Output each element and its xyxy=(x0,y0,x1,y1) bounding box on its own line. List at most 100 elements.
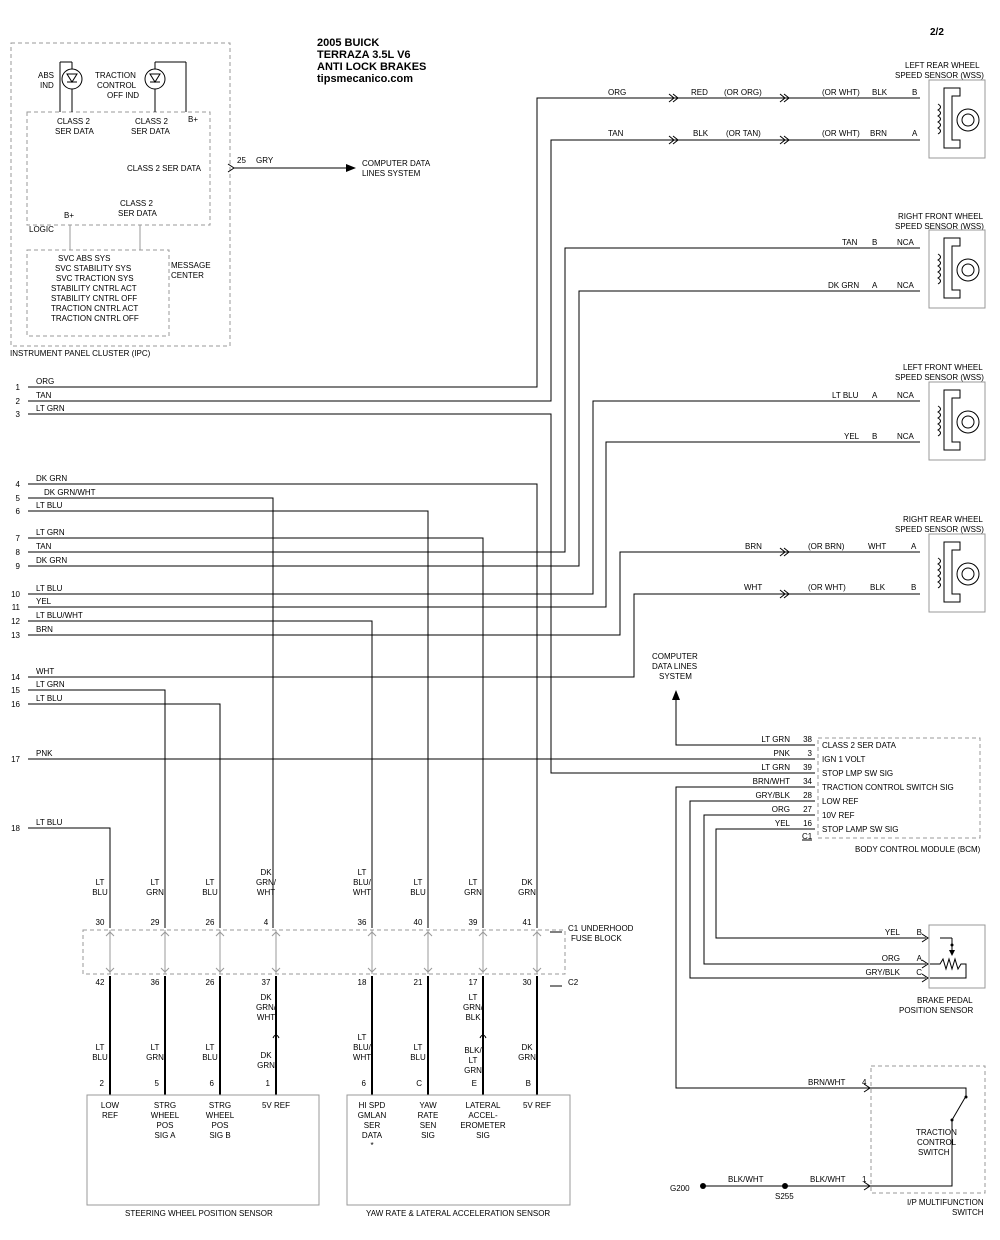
ebcm-pin-number: 3 xyxy=(16,410,21,419)
computer-data-2: LINES SYSTEM xyxy=(362,169,421,178)
class2-a-2: SER DATA xyxy=(55,127,94,136)
rr-b-wire-3: BLK xyxy=(870,583,886,592)
bpps-wire: YEL xyxy=(885,928,901,937)
sensor-pin: E xyxy=(472,1079,477,1088)
wss-body xyxy=(928,79,986,159)
swps-signal-label: 5V REF xyxy=(262,1101,290,1110)
ebcm-pin-wire: LT BLU xyxy=(36,818,63,827)
lr-a-pin: A xyxy=(912,129,918,138)
swps-signal-label: STRG xyxy=(154,1101,176,1110)
splice-s255-icon xyxy=(782,1183,788,1189)
bcm-pin: 28 xyxy=(803,791,812,800)
wss-coil xyxy=(937,103,941,135)
sensor-pin: 6 xyxy=(362,1079,367,1088)
abs-indicator-lamp-icon xyxy=(59,61,83,112)
lf-name-1: LEFT FRONT WHEEL xyxy=(903,363,983,372)
rf-a-wire: DK GRN xyxy=(828,281,859,290)
rr-a-wire-3: WHT xyxy=(868,542,886,551)
fuse-pin-top: 29 xyxy=(151,918,160,927)
lr-b-wire-5: BLK xyxy=(872,88,888,97)
fuse-top-label: BLU xyxy=(92,888,108,897)
rf-name-1: RIGHT FRONT WHEEL xyxy=(898,212,984,221)
traction-ind-label-3: OFF IND xyxy=(107,91,139,100)
fuse-top-label: LT xyxy=(96,878,105,887)
fuse-bottom-label: BLU xyxy=(410,1053,426,1062)
bcm-wire: GRY/BLK xyxy=(755,791,790,800)
swps-signal-label: LOW xyxy=(101,1101,120,1110)
lr-a-wire-4: (OR WHT) xyxy=(822,129,860,138)
wss-coil xyxy=(937,405,941,437)
tcs-wire-bot2: BLK/WHT xyxy=(810,1175,846,1184)
fuse-bottom-label: GRN/ xyxy=(256,1003,277,1012)
swps-signal-label: STRG xyxy=(209,1101,231,1110)
ground-g200-icon xyxy=(700,1183,706,1189)
wss-yoke xyxy=(943,87,961,149)
lf-name-2: SPEED SENSOR (WSS) xyxy=(895,373,984,382)
wss-body xyxy=(928,533,986,613)
msg-4: STABILITY CNTRL OFF xyxy=(51,294,137,303)
ebcm-pin-wire: LT GRN xyxy=(36,680,65,689)
ebcm-pin-number: 11 xyxy=(12,603,21,612)
fuse-bottom-label: DK xyxy=(521,1043,533,1052)
wheel-speed-sensor-icon xyxy=(928,533,986,613)
sensor-pin: C xyxy=(416,1079,422,1088)
fuse-terminal-icon xyxy=(160,931,170,973)
yaw-signal-label: SEN xyxy=(420,1121,437,1130)
message-center-2: CENTER xyxy=(171,271,204,280)
swps-signal-label: POS xyxy=(157,1121,174,1130)
class2-b-1: CLASS 2 xyxy=(135,117,168,126)
bcm-signal: STOP LAMP SW SIG xyxy=(822,825,898,834)
rf-a-pin: A xyxy=(872,281,878,290)
fuse-pin-top: 4 xyxy=(264,918,269,927)
title-line-2: TERRAZA 3.5L V6 xyxy=(317,49,411,61)
fuse-bottom-label: BLK xyxy=(465,1013,481,1022)
lr-b-wire-2: RED xyxy=(691,88,708,97)
sensor-pin: 6 xyxy=(210,1079,215,1088)
rr-name-1: RIGHT REAR WHEEL xyxy=(903,515,983,524)
ebcm-pin-number: 13 xyxy=(11,631,20,640)
ebcm-pin-wire: ORG xyxy=(36,377,54,386)
bpps-label-2: POSITION SENSOR xyxy=(899,1006,973,1015)
fuse-top-label: WHT xyxy=(353,888,371,897)
wheel-speed-sensor-icon xyxy=(928,381,986,461)
rr-b-pin: B xyxy=(911,583,916,592)
fuse-top-label: LT xyxy=(414,878,423,887)
bplus-top: B+ xyxy=(188,115,198,124)
bcm-pin: 3 xyxy=(808,749,813,758)
fuse-pin-bottom: 37 xyxy=(262,978,271,987)
underhood-fuse-block: C1 C2 UNDERHOOD FUSE BLOCK LTBLU3042LTBL… xyxy=(82,868,634,1095)
title-line-3: ANTI LOCK BRAKES xyxy=(317,61,426,73)
bpps-pin: A xyxy=(917,954,923,963)
fuse-pin-bottom: 36 xyxy=(151,978,160,987)
msg-6: TRACTION CNTRL OFF xyxy=(51,314,139,323)
lf-b-nca: NCA xyxy=(897,432,915,441)
fuse-pin-top: 40 xyxy=(414,918,423,927)
wss-tone-ring xyxy=(956,108,980,132)
abs-ind-label-2: IND xyxy=(40,81,54,90)
fuse-terminal-icon xyxy=(532,931,542,973)
fuse-bottom-label: BLU/ xyxy=(353,1043,372,1052)
inline-connectors xyxy=(668,93,790,599)
msg-0: SVC ABS SYS xyxy=(58,254,110,263)
ebcm-pin-number: 18 xyxy=(11,824,20,833)
computer-data-2-line-1: COMPUTER xyxy=(652,652,698,661)
wss-coil xyxy=(937,253,941,285)
rr-b-wire-2: (OR WHT) xyxy=(808,583,846,592)
tcs-pin-top: 4 xyxy=(862,1078,867,1087)
fuse-top-label: DK xyxy=(521,878,533,887)
traction-ind-label-1: TRACTION xyxy=(95,71,136,80)
instrument-panel-cluster: ABS IND TRACTION CONTROL OFF IND CLASS 2… xyxy=(10,42,431,358)
msg-1: SVC STABILITY SYS xyxy=(55,264,131,273)
sensor-pin: B xyxy=(526,1079,531,1088)
ebcm-pin-wire: WHT xyxy=(36,667,54,676)
yaw-signal-label: SIG xyxy=(476,1131,490,1140)
rr-a-wire-1: BRN xyxy=(745,542,762,551)
fuse-bottom-label: GRN/ xyxy=(463,1003,484,1012)
bcm-signal: 10V REF xyxy=(822,811,855,820)
fuse-top-label: DK xyxy=(260,868,272,877)
fuse-pin-bottom: 21 xyxy=(414,978,423,987)
yaw-signal-label: * xyxy=(370,1141,373,1150)
ebcm-pin-number: 1 xyxy=(16,383,21,392)
